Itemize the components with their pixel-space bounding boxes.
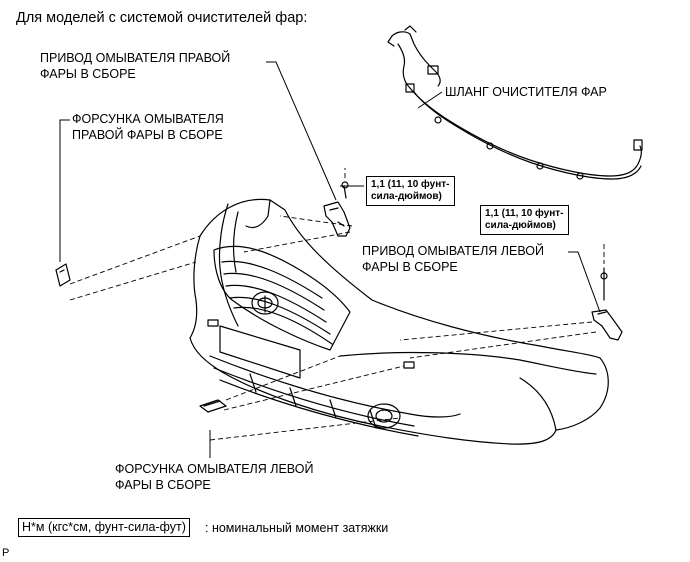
torque-spec-line2: сила-дюймов) [371, 191, 442, 202]
torque-spec-line2: сила-дюймов) [485, 220, 556, 231]
torque-unit-legend-box: Н*м (кгс*см, фунт-сила-фут) [18, 518, 190, 537]
right-washer-nozzle [55, 263, 71, 287]
label-right-nozzle-line2: ПРАВОЙ ФАРЫ В СБОРЕ [72, 128, 223, 142]
label-right-actuator-line2: ФАРЫ В СБОРЕ [40, 67, 136, 81]
right-washer-actuator [323, 181, 351, 237]
torque-spec-left-actuator: 1,1 (11, 10 фунт- сила-дюймов) [480, 205, 569, 235]
left-washer-actuator [591, 267, 623, 341]
figure-code: P [2, 547, 10, 559]
headlamp-cleaner-hose [387, 25, 643, 180]
label-left-nozzle-line1: ФОРСУНКА ОМЫВАТЕЛЯ ЛЕВОЙ [115, 462, 314, 476]
label-hose: ШЛАНГ ОЧИСТИТЕЛЯ ФАР [445, 85, 607, 99]
left-washer-nozzle [199, 399, 227, 413]
torque-spec-line1: 1,1 (11, 10 фунт- [371, 179, 450, 190]
label-right-actuator-line1: ПРИВОД ОМЫВАТЕЛЯ ПРАВОЙ [40, 51, 231, 65]
torque-unit-legend-description: : номинальный момент затяжки [205, 521, 389, 535]
label-right-nozzle-line1: ФОРСУНКА ОМЫВАТЕЛЯ [72, 112, 224, 126]
page-title: Для моделей с системой очистителей фар: [16, 10, 308, 26]
front-bumper-cover [189, 198, 609, 445]
torque-spec-line1: 1,1 (11, 10 фунт- [485, 208, 564, 219]
label-left-actuator-line2: ФАРЫ В СБОРЕ [362, 260, 458, 274]
label-left-actuator-line1: ПРИВОД ОМЫВАТЕЛЯ ЛЕВОЙ [362, 244, 544, 258]
label-left-nozzle-line2: ФАРЫ В СБОРЕ [115, 478, 211, 492]
torque-spec-right-actuator: 1,1 (11, 10 фунт- сила-дюймов) [366, 176, 455, 206]
